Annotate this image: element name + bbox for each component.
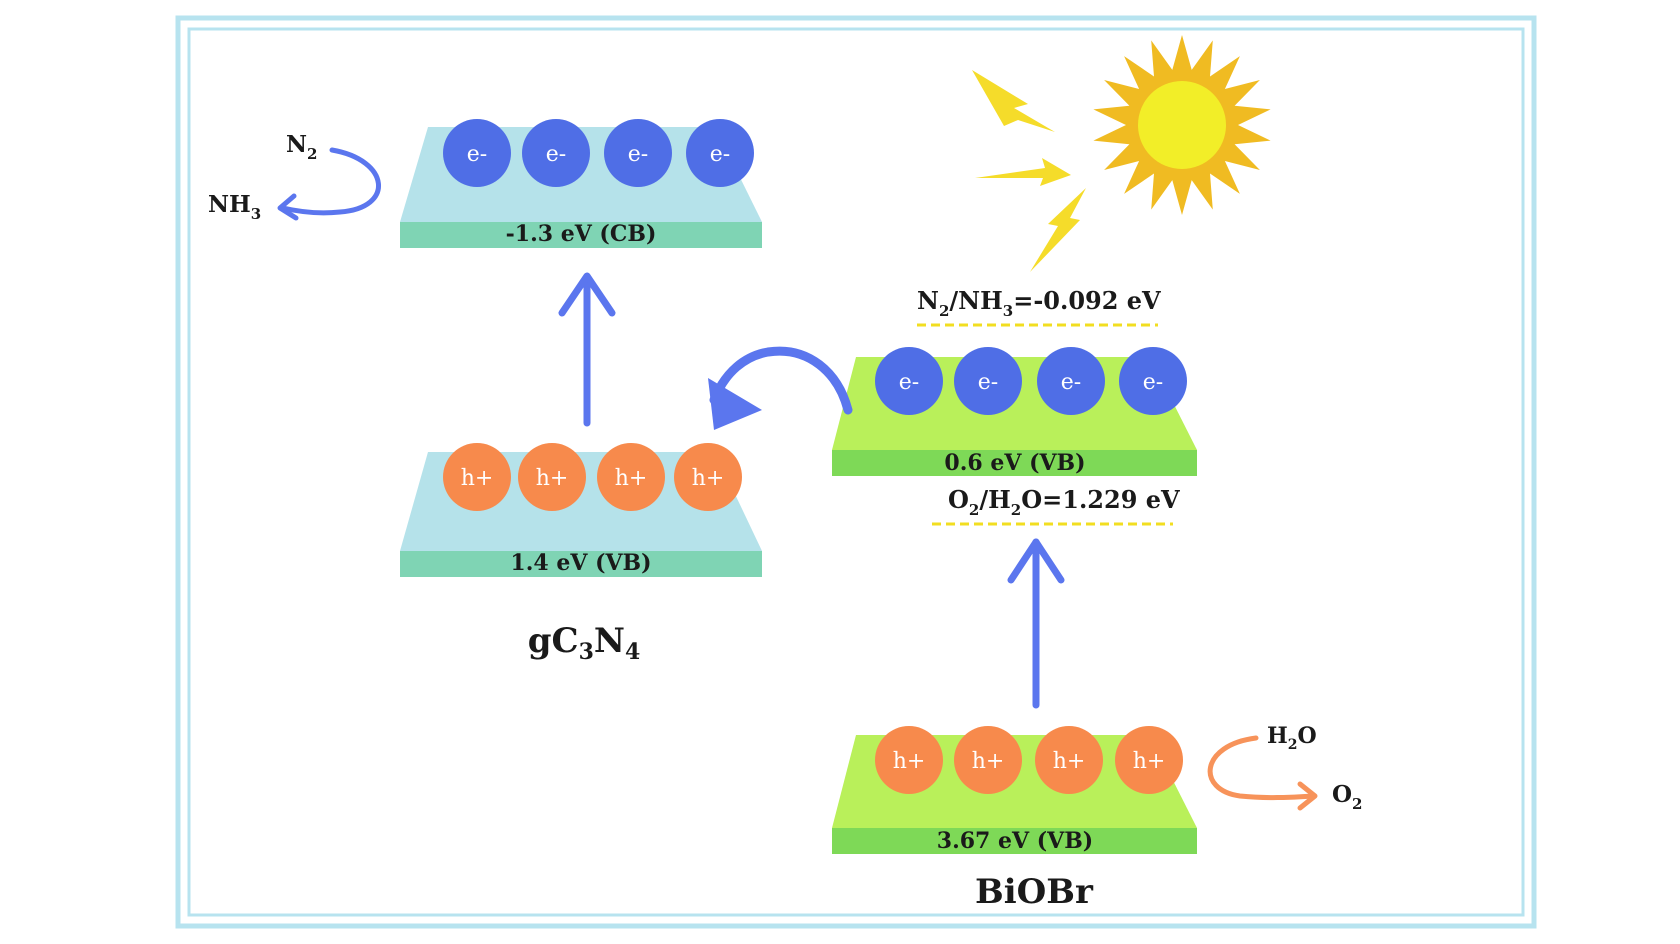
z-scheme-transfer-arrow	[708, 346, 853, 430]
electron-label: e-	[628, 142, 648, 167]
h2o-label: H2O	[1267, 723, 1317, 753]
biobr-electron-row: e- e- e- e-	[875, 347, 1187, 415]
hole	[1035, 726, 1103, 794]
hole-label: h+	[1133, 749, 1166, 774]
electron-label: e-	[978, 370, 998, 395]
biobr-hole-row: h+ h+ h+ h+	[875, 726, 1183, 794]
lightning-bolt-icon	[975, 158, 1071, 186]
hole-label: h+	[461, 466, 494, 491]
electron	[1119, 347, 1187, 415]
electron	[522, 119, 590, 187]
n2-nh3-potential: N2/NH3=-0.092 eV	[917, 286, 1161, 327]
electron	[1037, 347, 1105, 415]
gcn-material-name: gC3N4	[528, 621, 641, 665]
gcn-vb-energy-label: 1.4 eV (VB)	[510, 550, 651, 576]
biobr-material-name: BiOBr	[975, 872, 1094, 912]
reduction-curved-arrow	[280, 147, 381, 216]
electron	[604, 119, 672, 187]
sun-icon	[1093, 35, 1271, 215]
biobr-vb-energy-label: 3.67 eV (VB)	[937, 828, 1093, 854]
gcn-excitation-arrow	[558, 272, 616, 427]
o2-h2o-potential: O2/H2O=1.229 eV	[932, 485, 1180, 526]
biobr-cb-energy-label: 0.6 eV (VB)	[944, 450, 1085, 476]
hole	[597, 443, 665, 511]
electron-label: e-	[467, 142, 487, 167]
hole	[875, 726, 943, 794]
inner-frame	[187, 27, 1525, 917]
hole	[674, 443, 742, 511]
hole-label: h+	[692, 466, 725, 491]
hole	[443, 443, 511, 511]
water-oxidation-reaction: H2O O2	[1207, 723, 1362, 813]
hole	[954, 726, 1022, 794]
electron-label: e-	[546, 142, 566, 167]
electron-label: e-	[1061, 370, 1081, 395]
hole	[518, 443, 586, 511]
hole	[1115, 726, 1183, 794]
electron-label: e-	[1143, 370, 1163, 395]
lightning-bolt-icon	[972, 70, 1055, 132]
electron	[954, 347, 1022, 415]
outer-frame	[175, 15, 1537, 929]
electron-label: e-	[899, 370, 919, 395]
n2-nh3-potential-label: N2/NH3=-0.092 eV	[917, 286, 1161, 320]
electron	[686, 119, 754, 187]
hole-label: h+	[893, 749, 926, 774]
gcn-cb-energy-label: -1.3 eV (CB)	[506, 221, 657, 247]
o2-h2o-potential-label: O2/H2O=1.229 eV	[948, 485, 1180, 519]
electron	[875, 347, 943, 415]
hole-label: h+	[615, 466, 648, 491]
hole-label: h+	[536, 466, 569, 491]
hole-label: h+	[972, 749, 1005, 774]
electron-label: e-	[710, 142, 730, 167]
gcn-hole-row: h+ h+ h+ h+	[443, 443, 742, 511]
o2-label: O2	[1332, 781, 1362, 813]
nh3-label: NH3	[208, 191, 261, 223]
lightning-bolt-icon	[1030, 188, 1086, 272]
oxidation-curved-arrow	[1207, 735, 1316, 801]
biobr-excitation-arrow	[1007, 538, 1065, 709]
gcn-electron-row: e- e- e- e-	[443, 119, 754, 187]
n2-label: N2	[286, 131, 317, 163]
nitrogen-reduction-reaction: N2 NH3	[208, 131, 381, 223]
hole-label: h+	[1053, 749, 1086, 774]
electron	[443, 119, 511, 187]
